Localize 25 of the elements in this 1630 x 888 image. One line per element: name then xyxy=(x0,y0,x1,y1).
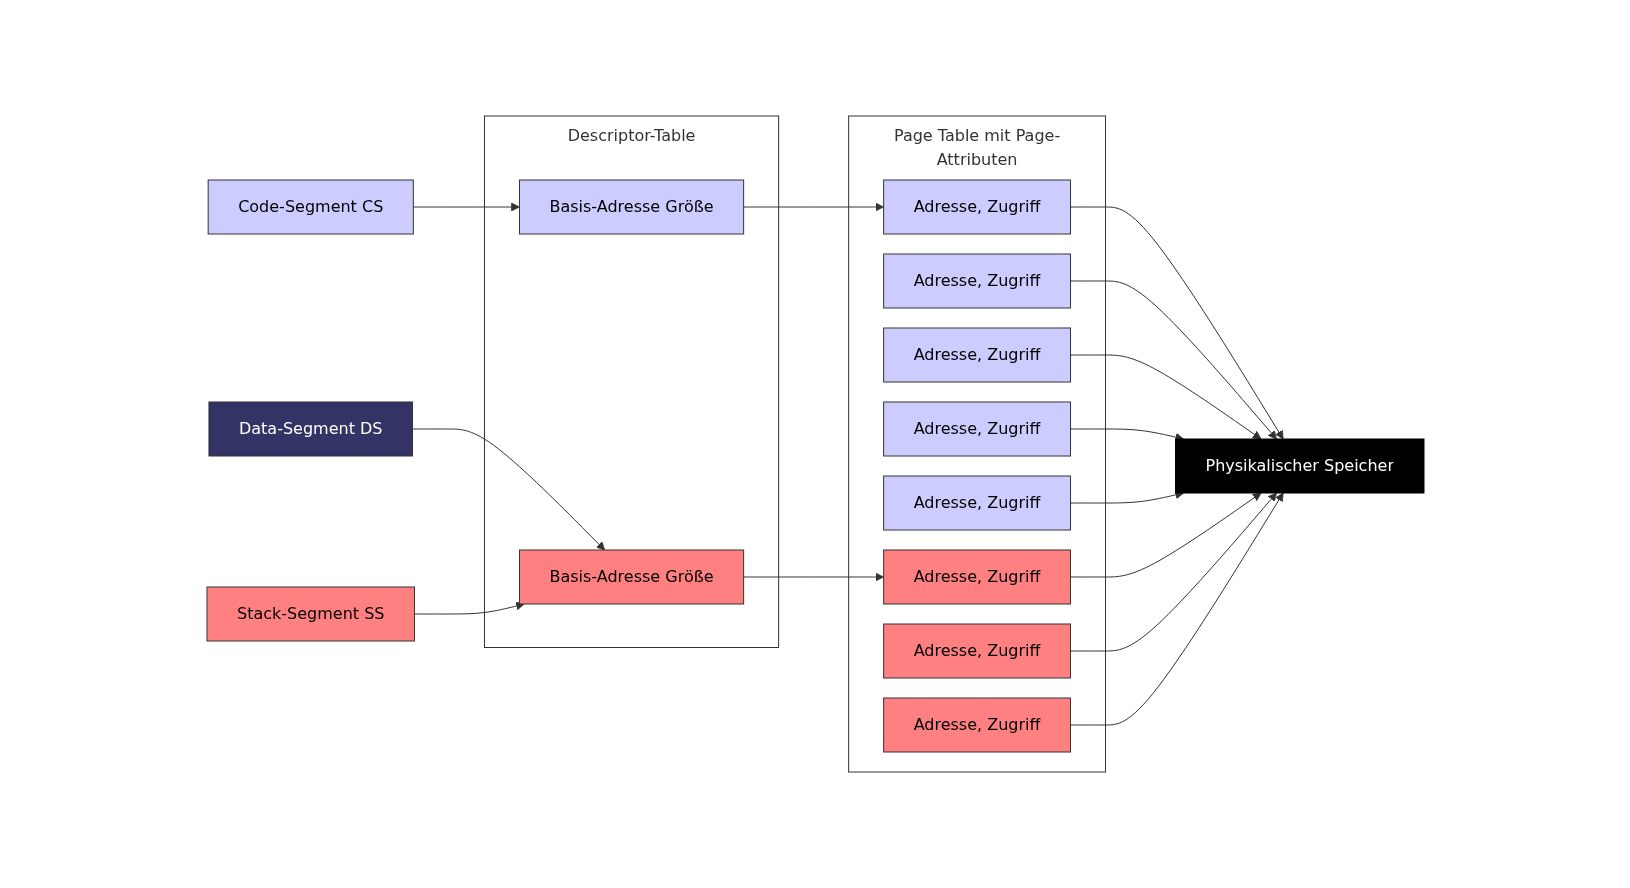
node-box: Adresse, Zugriff xyxy=(882,253,1071,309)
node-box: Adresse, Zugriff xyxy=(882,179,1071,235)
node-box: Physikalischer Speicher xyxy=(1174,438,1424,494)
node-box: Adresse, Zugriff xyxy=(882,401,1071,457)
arrow xyxy=(1069,280,1277,440)
arrow xyxy=(413,601,525,615)
node-box: Data-Segment DS xyxy=(207,401,413,457)
arrow xyxy=(1069,492,1277,652)
node-box: Adresse, Zugriff xyxy=(882,697,1071,753)
node-box: Basis-Adresse Größe xyxy=(518,549,744,605)
arrow xyxy=(1069,492,1261,578)
node-box: Adresse, Zugriff xyxy=(882,623,1071,679)
arrow xyxy=(412,202,520,212)
node-box: Basis-Adresse Größe xyxy=(518,179,744,235)
node-box: Adresse, Zugriff xyxy=(882,327,1071,383)
node-box: Adresse, Zugriff xyxy=(882,475,1071,531)
arrow xyxy=(1069,492,1284,726)
node-box: Stack-Segment SS xyxy=(206,586,415,642)
arrow xyxy=(1069,206,1284,440)
arrow xyxy=(742,202,884,212)
node-box: Code-Segment CS xyxy=(207,179,414,235)
node-box: Adresse, Zugriff xyxy=(882,549,1071,605)
arrow xyxy=(1069,354,1261,440)
arrow xyxy=(411,428,605,551)
arrow xyxy=(742,572,884,582)
